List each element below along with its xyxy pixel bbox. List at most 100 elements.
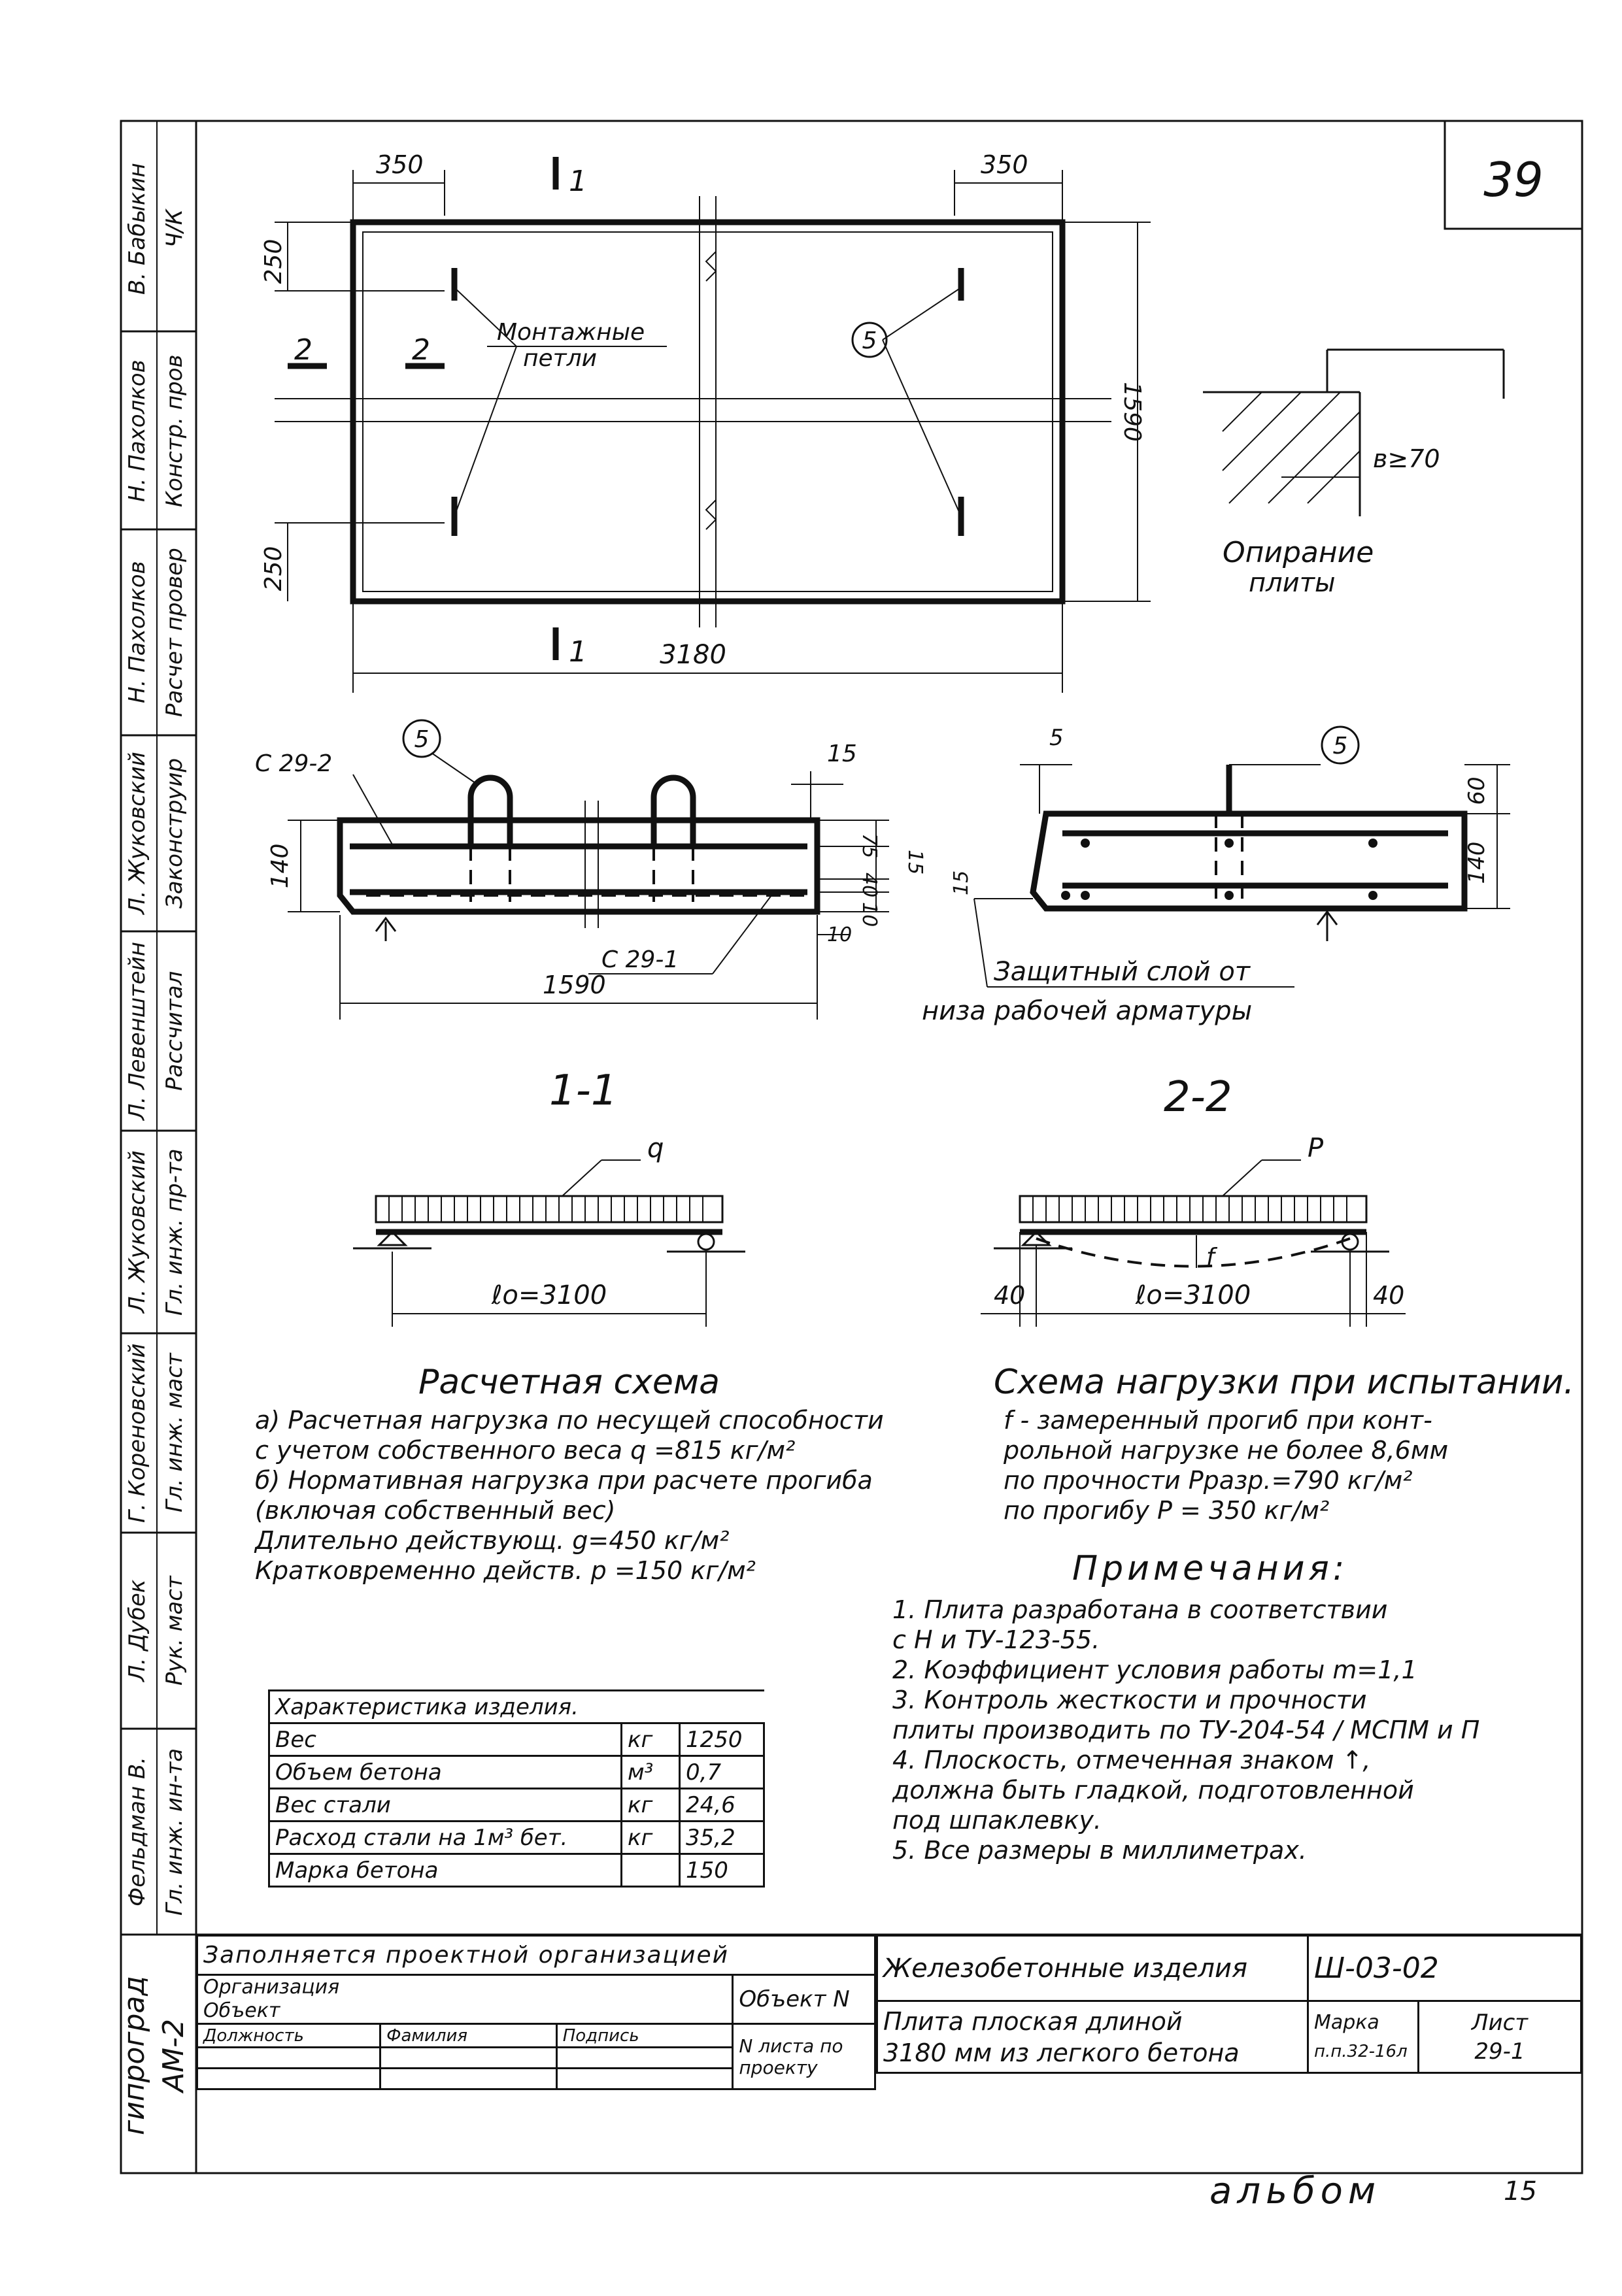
tb-obj-no: Объект N [732, 1974, 876, 2025]
tb-empty [555, 2067, 734, 2090]
plan-loops-label-2: петли [523, 345, 597, 372]
s11-dim-1590: 1590 [543, 971, 606, 999]
stamp-role-6: Гл. инж. маст [161, 1353, 188, 1513]
stamp-name-8: Фельдман В. [124, 1756, 150, 1907]
notes-list: 1. Плита разработана в соответствии с Н … [892, 1595, 1572, 1865]
stamp-role-3: Законструир [161, 757, 188, 909]
stamp-org-code: АМ-2 [157, 2019, 190, 2092]
s11-dim-10b: 10 [827, 923, 852, 946]
stamp-name-3: Л. Жуковский [124, 752, 150, 915]
stamp-role-8: Гл. инж. ин-та [161, 1748, 188, 1916]
tb-product-1: Плита плоская длиной [883, 2006, 1183, 2036]
tb-mark: Марка п.п.32-16л [1307, 2000, 1419, 2074]
s11-c29-2: С 29-2 [255, 750, 332, 777]
section-1-1-detail: 5 С 29-2 С 29-1 140 75 15 40 10 15 10 15… [255, 719, 926, 1020]
stamp-role-7: Рук. маст [161, 1576, 188, 1686]
stamp-name-0: В. Бабыкин [124, 163, 150, 295]
plan-dim-3180: 3180 [660, 640, 726, 670]
tb-empty [195, 2046, 382, 2069]
test-dim-40-right: 40 [1373, 1281, 1404, 1310]
plan-section-1-top: 1 [569, 165, 587, 198]
plan-dim-250-bottom: 250 [260, 546, 287, 591]
sheet-frame [120, 120, 1583, 2174]
tb-code: Ш-03-02 [1307, 1935, 1582, 2002]
section-title-1-1: 1-1 [549, 1067, 618, 1115]
stamp-role-5: Гл. инж. пр-та [161, 1148, 188, 1316]
tb-sheet-label: Лист [1471, 2009, 1529, 2036]
title-block-left: Заполняется проектной организацией Орган… [195, 1935, 876, 2090]
calc-line-1: с учетом собственного веса q =815 кг/м² [255, 1436, 796, 1465]
spec-table: Характеристика изделия. Вес кг 1250 Объе… [268, 1689, 765, 1888]
calc-scheme-diagram: q ℓо=3100 [353, 1133, 745, 1327]
plan-dim-350-right: 350 [981, 150, 1028, 179]
spec-unit: кг [620, 1722, 681, 1757]
s11-dim-75: 75 [858, 833, 881, 858]
tb-org-cell: Организация Объект [195, 1974, 734, 2025]
tb-col-surname: Фамилия [379, 2023, 558, 2048]
spec-name: Объем бетона [268, 1755, 622, 1789]
spec-title: Характеристика изделия. [268, 1689, 764, 1724]
title-block-right: Железобетонные изделия Ш-03-02 Плита пло… [876, 1935, 1582, 2074]
tb-col-position: Должность [195, 2023, 382, 2048]
note-3: 3. Контроль жесткости и прочности [892, 1686, 1367, 1714]
table-row: Марка бетона 150 [268, 1853, 765, 1888]
test-scheme-diagram: f P 40 ℓо=3100 40 [981, 1133, 1406, 1327]
stamp-role-4: Рассчитал [161, 971, 188, 1091]
tb-col-signature: Подпись [555, 2023, 734, 2048]
plan-dim-350-left: 350 [376, 150, 424, 179]
spec-name: Расход стали на 1м³ бет. [268, 1820, 622, 1855]
table-row: Вес стали кг 24,6 [268, 1788, 765, 1822]
spec-name: Марка бетона [268, 1853, 622, 1888]
s11-dim-140: 140 [267, 844, 294, 889]
support-caption-1: Опирание [1223, 536, 1374, 569]
stamp-name-7: Л. Дубек [124, 1579, 150, 1682]
s22-cover-2: низа рабочей арматуры [922, 996, 1252, 1026]
tb-mark-value: п.п.32-16л [1314, 2041, 1408, 2061]
spec-unit [620, 1853, 681, 1888]
spec-value: 150 [679, 1853, 765, 1888]
note-5: 4. Плоскость, отмеченная знаком ↑, [892, 1746, 1371, 1774]
calc-line-3: (включая собственный вес) [255, 1496, 616, 1525]
spec-value: 0,7 [679, 1755, 765, 1789]
tb-product-name: Плита плоская длиной 3180 мм из легкого … [876, 2000, 1309, 2074]
note-2: 2. Коэффициент условия работы m=1,1 [892, 1655, 1417, 1684]
note-0: 1. Плита разработана в соответствии [892, 1595, 1388, 1624]
tb-filled-by: Заполняется проектной организацией [196, 1935, 876, 1976]
tb-org: Организация [203, 1976, 340, 1999]
tb-mark-label: Марка [1314, 2010, 1379, 2034]
note-8: 5. Все размеры в миллиметрах. [892, 1836, 1307, 1865]
sheet-number: 39 [1483, 152, 1544, 207]
test-dim-40-left: 40 [994, 1281, 1025, 1310]
support-caption-2: плиты [1249, 568, 1336, 598]
tb-product-group: Железобетонные изделия [876, 1935, 1309, 2002]
calc-line-0: а) Расчетная нагрузка по несущей способн… [255, 1406, 884, 1435]
stamp-name-2: Н. Пахолков [124, 561, 150, 704]
spec-value: 35,2 [679, 1820, 765, 1855]
spec-value: 1250 [679, 1722, 765, 1757]
s22-callout: 5 [1333, 733, 1348, 759]
stamp-role-1: Констр. пров [161, 354, 188, 508]
note-7: под шпаклевку. [892, 1806, 1102, 1835]
plan-section-2-left: 2 [294, 333, 313, 367]
support-dim: в≥70 [1373, 444, 1440, 473]
tb-empty [195, 2067, 382, 2090]
plan-loops-label-1: Монтажные [497, 319, 645, 346]
note-6: должна быть гладкой, подготовленной [892, 1776, 1414, 1805]
stamp-name-4: Л. Левенштейн [124, 942, 150, 1121]
test-line-2: по прочности Рразр.=790 кг/м² [1004, 1466, 1413, 1495]
table-row: Объем бетона м³ 0,7 [268, 1755, 765, 1789]
stamp-name-6: Г. Кореновский [124, 1343, 150, 1523]
spec-title-row: Характеристика изделия. [268, 1689, 764, 1724]
spec-unit: м³ [620, 1755, 681, 1789]
test-scheme-text: f - замеренный прогиб при конт- рольной … [1004, 1405, 1579, 1525]
s11-dim-40: 40 [858, 873, 881, 897]
tb-sheet-no-proj: N листа по проекту [732, 2023, 876, 2090]
stamp-name-5: Л. Жуковский [124, 1150, 150, 1314]
spec-value: 24,6 [679, 1788, 765, 1822]
s11-callout: 5 [414, 726, 430, 753]
section-2-2-detail: 5 5 60 140 15 Защитный слой от низа рабо… [922, 725, 1510, 1026]
sheet-number-box [1444, 120, 1583, 230]
plan-section-1-bottom: 1 [569, 635, 587, 669]
calc-line-2: б) Нормативная нагрузка при расчете прог… [255, 1466, 873, 1495]
